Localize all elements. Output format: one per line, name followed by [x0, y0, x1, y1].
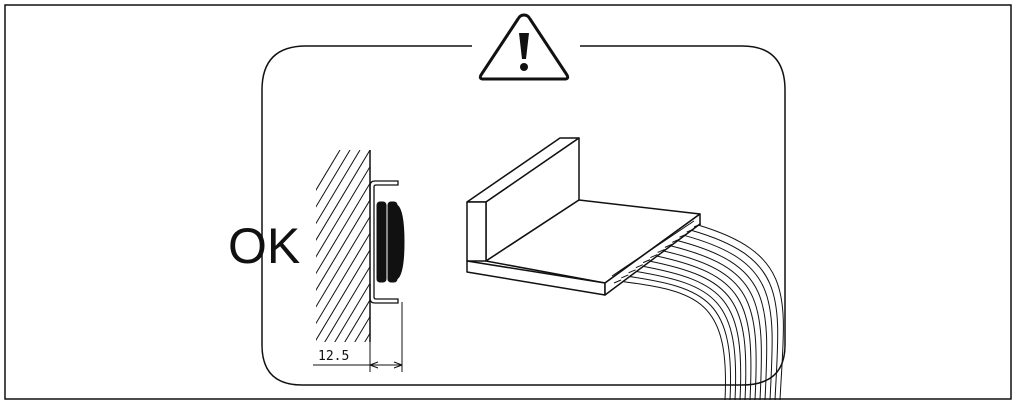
- dimension-label: 12.5: [318, 349, 349, 364]
- hatch-line: [316, 182, 370, 275]
- connector-pin: [635, 264, 644, 269]
- dimension-lines: [313, 302, 403, 372]
- hatch-line: [316, 150, 341, 191]
- hatch-line: [316, 249, 370, 341]
- cable-wire: [661, 249, 757, 401]
- connector-pin: [686, 228, 694, 233]
- connector-pin: [621, 274, 629, 279]
- wall-hatching: [316, 150, 371, 342]
- connector-pin: [613, 279, 622, 284]
- connector-pin: [671, 238, 680, 243]
- cable-wire: [632, 270, 737, 401]
- gasket-coils: [376, 201, 405, 283]
- hatch-line: [316, 199, 370, 291]
- hatch-line: [316, 150, 370, 241]
- cable-wires: [617, 224, 784, 401]
- cable-wire: [697, 224, 784, 401]
- hatch-line: [344, 299, 370, 342]
- hatch-line: [316, 150, 361, 225]
- hatch-line: [334, 282, 370, 342]
- hatch-line: [316, 232, 370, 325]
- connector-pin: [664, 243, 673, 248]
- connector-pin: [657, 248, 665, 253]
- hatch-line: [316, 165, 370, 258]
- hatch-line: [324, 265, 370, 342]
- cable-wire: [617, 280, 727, 401]
- ok-label: OK: [228, 218, 300, 274]
- warning-triangle-icon: [478, 13, 570, 81]
- connector-pin: [679, 233, 687, 238]
- cable-wire: [668, 244, 762, 401]
- connector-pin: [628, 269, 636, 274]
- cable-wire: [654, 255, 752, 401]
- cable-wire: [690, 229, 779, 401]
- cable-wire: [646, 260, 747, 401]
- hatch-line: [316, 150, 351, 208]
- connector-pin: [642, 259, 651, 264]
- cable-wire: [639, 265, 742, 401]
- mounting-bracket: [369, 180, 399, 304]
- cable-wire: [683, 234, 773, 401]
- connector-pin: [650, 254, 658, 259]
- cable-wire: [625, 275, 732, 401]
- rounded-frame: [261, 45, 786, 386]
- connector-pins: [613, 223, 702, 284]
- connector-body: [466, 137, 701, 296]
- cable-wire: [676, 239, 768, 401]
- connector-pin: [693, 223, 702, 228]
- hatch-line: [316, 215, 370, 308]
